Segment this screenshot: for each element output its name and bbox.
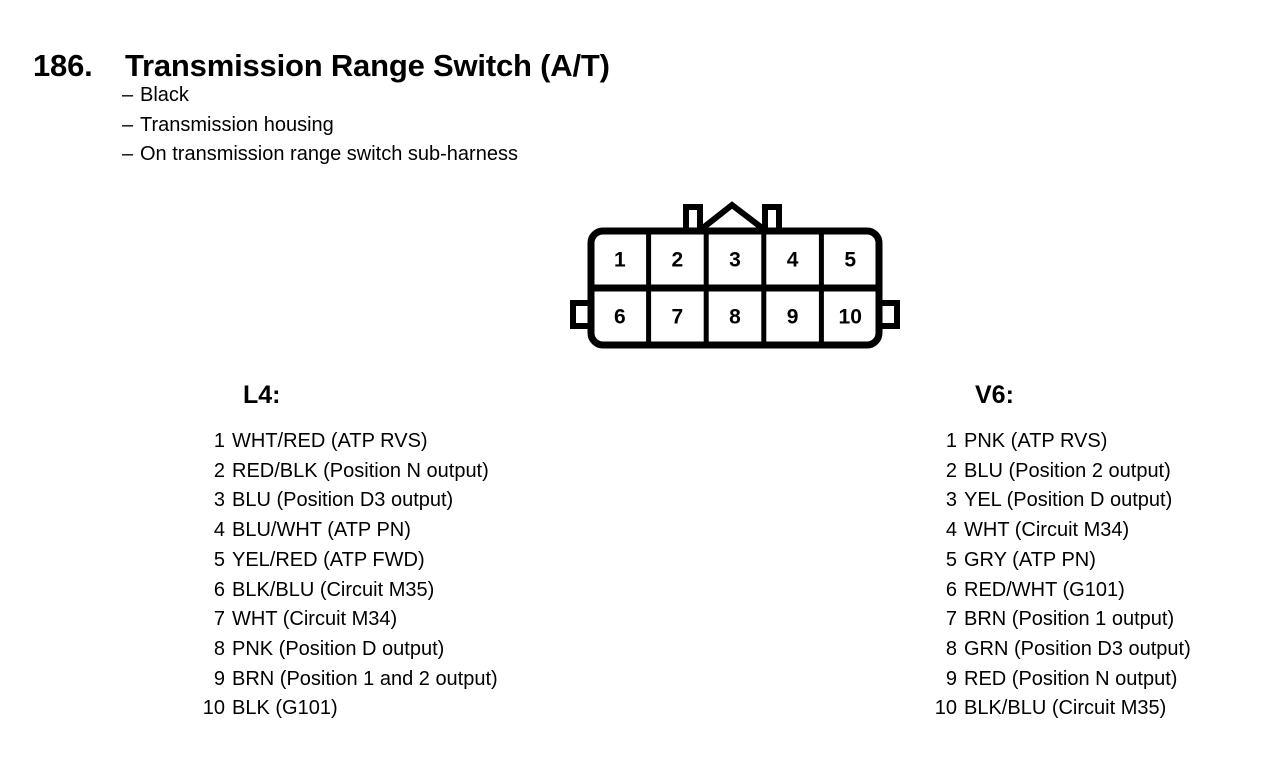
pin-description: BLK/BLU (Circuit M35) — [964, 697, 1167, 720]
pin-number: 2 — [945, 459, 957, 482]
pin-row: 5 GRY (ATP PN) — [892, 546, 1191, 576]
connector-left-latch — [570, 300, 588, 329]
pin-description: RED/BLK (Position N output) — [232, 459, 489, 482]
pin-number: 6 — [945, 578, 957, 601]
pin-number: 6 — [213, 578, 225, 601]
connector-pin-8: 8 — [729, 306, 741, 329]
pin-row: 5 YEL/RED (ATP FWD) — [160, 546, 498, 576]
pin-description: RED (Position N output) — [964, 667, 1178, 690]
spec-item-label: Transmission housing — [140, 113, 334, 136]
pin-number: 3 — [213, 489, 225, 512]
pin-description: BLK (G101) — [232, 697, 338, 720]
pin-description: RED/WHT (G101) — [964, 578, 1125, 601]
spec-dash-icon: – — [122, 113, 134, 136]
pin-number: 8 — [945, 637, 957, 660]
pin-description: BRN (Position 1 and 2 output) — [232, 667, 498, 690]
spec-dash-icon: – — [122, 84, 134, 106]
pinout-heading-v6: V6: — [975, 381, 1014, 409]
pin-row: 9 BRN (Position 1 and 2 output) — [160, 665, 498, 695]
connector-top-keying — [683, 201, 782, 234]
pin-description: WHT/RED (ATP RVS) — [232, 430, 428, 452]
connector-pin-10: 10 — [839, 306, 862, 329]
pin-row: 4 BLU/WHT (ATP PN) — [160, 516, 498, 546]
pin-number: 8 — [213, 637, 225, 660]
pin-description: WHT (Circuit M34) — [964, 519, 1130, 542]
pin-row: 7 BRN (Position 1 output) — [892, 605, 1191, 635]
connector-pin-6: 6 — [614, 306, 626, 329]
pin-number: 7 — [945, 608, 957, 631]
pin-description: GRY (ATP PN) — [964, 548, 1096, 571]
spec-item-label: On transmission range switch sub-harness — [140, 143, 518, 165]
pin-row: 9 RED (Position N output) — [892, 665, 1191, 695]
pin-row: 10 BLK (G101) — [160, 694, 498, 724]
pin-row: 2 BLU (Position 2 output) — [892, 457, 1191, 487]
pin-description: BLU (Position 2 output) — [964, 459, 1171, 482]
pin-row: 10 BLK/BLU (Circuit M35) — [892, 694, 1191, 724]
spec-item: –Transmission housing — [122, 111, 822, 141]
pin-row: 7 WHT (Circuit M34) — [160, 605, 498, 635]
pin-number: 10 — [934, 697, 957, 720]
connector-pin-1: 1 — [614, 249, 626, 272]
pin-number: 4 — [945, 519, 957, 542]
pin-rows-l4: 1 WHT/RED (ATP RVS) 2 RED/BLK (Position N o… — [160, 427, 498, 724]
pin-description: BLK/BLU (Circuit M35) — [232, 578, 435, 601]
pinout-column-l4: L4: 1 WHT/RED (ATP RVS) 2 RED/BLK (Position… — [160, 383, 498, 724]
connector-pin-labels: 1 2 3 4 5 6 7 8 9 10 — [614, 249, 862, 329]
pin-row: 3 YEL (Position D output) — [892, 486, 1191, 516]
pin-number: 4 — [213, 519, 225, 542]
pin-number: 1 — [213, 430, 225, 452]
pinout-heading-l4: L4: — [243, 381, 281, 409]
connector-pin-2: 2 — [672, 249, 684, 272]
connector-pin-3: 3 — [729, 249, 741, 272]
section-number: 186. — [33, 47, 93, 83]
pin-description: BLU/WHT (ATP PN) — [232, 519, 411, 542]
pinout-column-v6: V6: 1 PNK (ATP RVS) 2 BLU (Position 2 outpu… — [892, 383, 1191, 724]
page-title: 186. Transmission Range Switch (A/T) — [33, 47, 610, 83]
connector-diagram: 1 2 3 4 5 6 7 8 9 10 — [565, 198, 905, 353]
spec-item: –Black — [122, 81, 822, 111]
pin-row: 3 BLU (Position D3 output) — [160, 486, 498, 516]
spec-item: –On transmission range switch sub-harnes… — [122, 140, 822, 170]
connector-pin-9: 9 — [787, 306, 799, 329]
pin-number: 1 — [945, 430, 957, 452]
pin-number: 5 — [213, 548, 225, 571]
connector-pin-5: 5 — [844, 249, 856, 272]
pin-description: WHT (Circuit M34) — [232, 608, 398, 631]
pin-description: BRN (Position 1 output) — [964, 608, 1175, 631]
spec-dash-icon: – — [122, 143, 134, 165]
pin-description: PNK (Position D output) — [232, 637, 445, 660]
connector-pin-4: 4 — [787, 249, 799, 272]
pin-row: 1 PNK (ATP RVS) — [892, 427, 1191, 457]
pin-description: YEL (Position D output) — [964, 489, 1173, 512]
pin-number: 9 — [213, 667, 225, 690]
pin-row: 6 RED/WHT (G101) — [892, 576, 1191, 606]
pin-number: 3 — [945, 489, 957, 512]
pin-number: 5 — [945, 548, 957, 571]
pin-description: PNK (ATP RVS) — [964, 430, 1108, 452]
spec-item-label: Black — [140, 84, 189, 106]
section-title: Transmission Range Switch (A/T) — [125, 47, 610, 83]
pin-row: 4 WHT (Circuit M34) — [892, 516, 1191, 546]
connector-right-latch — [882, 300, 900, 329]
connector-cell-dividers — [646, 231, 824, 345]
spec-list: –Black–Transmission housing–On transmiss… — [122, 81, 822, 170]
pin-row: 1 WHT/RED (ATP RVS) — [160, 427, 498, 457]
pin-row: 2 RED/BLK (Position N output) — [160, 457, 498, 487]
pin-number: 9 — [945, 667, 957, 690]
pin-row: 8 GRN (Position D3 output) — [892, 635, 1191, 665]
connector-pin-7: 7 — [672, 306, 684, 329]
pin-description: BLU (Position D3 output) — [232, 489, 454, 512]
pin-number: 7 — [213, 608, 225, 631]
pin-row: 8 PNK (Position D output) — [160, 635, 498, 665]
pin-description: YEL/RED (ATP FWD) — [232, 548, 425, 571]
pin-number: 2 — [213, 459, 225, 482]
pin-number: 10 — [202, 697, 225, 720]
pin-description: GRN (Position D3 output) — [964, 637, 1191, 660]
pin-row: 6 BLK/BLU (Circuit M35) — [160, 576, 498, 606]
